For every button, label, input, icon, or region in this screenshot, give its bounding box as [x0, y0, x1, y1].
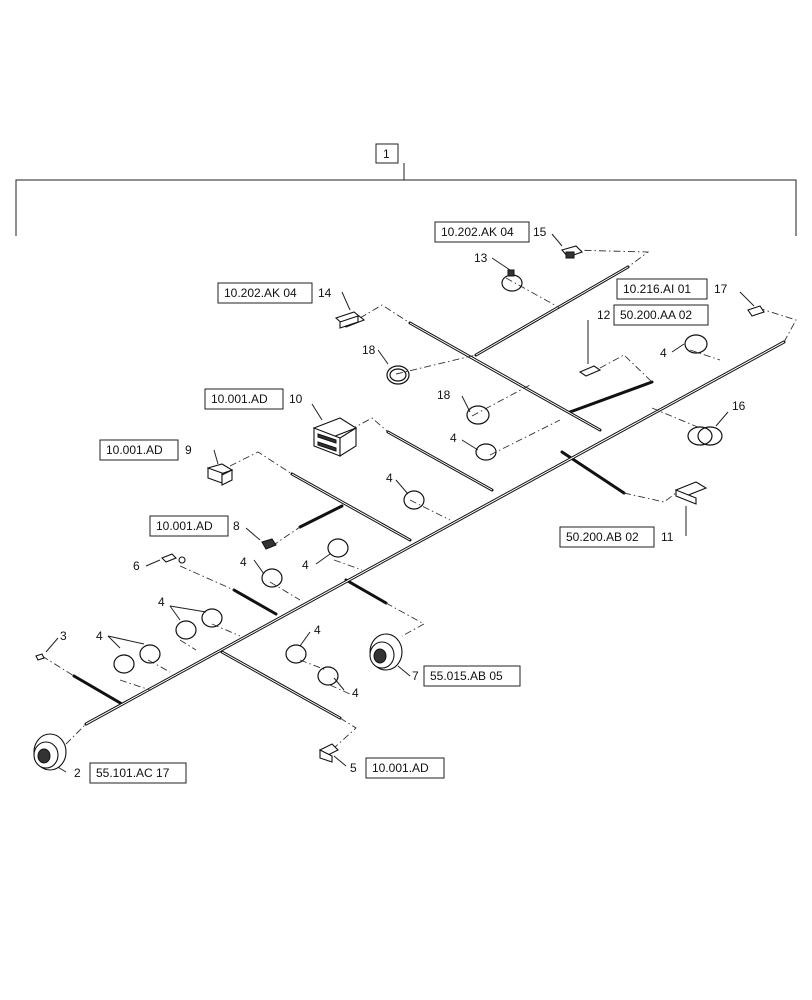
callout-4d: 4	[240, 555, 247, 569]
callout-3: 3	[60, 629, 67, 643]
callout-7: 7	[412, 669, 419, 683]
svg-text:10.001.AD: 10.001.AD	[156, 519, 213, 533]
clip-4h-icon	[107, 635, 161, 674]
harness-wires	[72, 265, 786, 726]
svg-text:50.200.AB 02: 50.200.AB 02	[566, 530, 639, 544]
clip-4i-icon	[317, 666, 345, 691]
callout-10: 10	[289, 392, 303, 406]
clip-4b-icon	[461, 439, 497, 461]
connector-11-icon	[674, 481, 708, 536]
svg-text:10.202.AK 04: 10.202.AK 04	[441, 225, 514, 239]
callout-14: 14	[318, 286, 332, 300]
callout-12: 12	[597, 308, 611, 322]
clip-4d-icon	[315, 538, 349, 565]
terminal-3-icon	[35, 637, 59, 661]
callout-4h: 4	[96, 629, 103, 643]
ref-box-15[interactable]: 10.202.AK 04	[434, 221, 530, 243]
reference-boxes: 10.202.AK 04 10.202.AK 04 10.216.AI 01 5…	[89, 221, 709, 784]
clip-4g-icon	[285, 631, 311, 664]
assembly-bracket: 1	[15, 143, 797, 236]
ref-box-9[interactable]: 10.001.AD	[99, 439, 179, 461]
callout-5: 5	[350, 761, 357, 775]
ref-box-11[interactable]: 50.200.AB 02	[559, 526, 655, 548]
callout-4f: 4	[158, 595, 165, 609]
dash-dot-lines	[41, 249, 797, 749]
ref-box-7[interactable]: 55.015.AB 05	[423, 665, 521, 687]
clip-4f-icon	[169, 605, 223, 640]
clip-18a-icon	[377, 349, 410, 385]
callout-18b: 18	[437, 388, 451, 402]
callout-numbers: 15 13 14 17 12 18 4 10 18 16 4 9 4 8 11 …	[60, 225, 746, 780]
ref-box-17[interactable]: 10.216.AI 01	[616, 278, 708, 300]
components	[33, 233, 765, 773]
connector-14-icon	[334, 291, 366, 329]
callout-8: 8	[233, 519, 240, 533]
connector-8-icon	[245, 527, 277, 550]
clip-4a-icon	[671, 334, 708, 354]
clip-16-icon	[687, 411, 729, 446]
connector-5-icon	[319, 743, 347, 767]
callout-4b: 4	[450, 431, 457, 445]
clip-13-icon	[491, 257, 523, 292]
callout-4i: 4	[352, 686, 359, 700]
ref-box-14[interactable]: 10.202.AK 04	[217, 282, 313, 304]
ref-box-2[interactable]: 55.101.AC 17	[89, 762, 187, 784]
assembly-number: 1	[383, 147, 390, 161]
connector-10-icon	[311, 403, 358, 457]
ref-box-8[interactable]: 10.001.AD	[149, 515, 229, 537]
connector-7-icon	[369, 633, 411, 677]
callout-4a: 4	[660, 346, 667, 360]
callout-2: 2	[74, 766, 81, 780]
svg-text:55.101.AC 17: 55.101.AC 17	[96, 766, 170, 780]
svg-text:10.001.AD: 10.001.AD	[372, 761, 429, 775]
connector-15-icon	[551, 233, 584, 259]
connector-9-icon	[206, 449, 234, 486]
connector-2-icon	[33, 733, 67, 773]
terminal-6-icon	[145, 553, 186, 567]
callout-18a: 18	[362, 343, 376, 357]
svg-text:50.200.AA 02: 50.200.AA 02	[620, 308, 692, 322]
callout-13: 13	[474, 251, 488, 265]
callout-6: 6	[133, 559, 140, 573]
callout-4e: 4	[302, 558, 309, 572]
ref-box-5[interactable]: 10.001.AD	[365, 757, 445, 779]
callout-17: 17	[714, 282, 728, 296]
clip-4c-icon	[395, 479, 425, 510]
clip-18b-icon	[461, 395, 490, 425]
callout-11: 11	[661, 530, 674, 544]
svg-text:10.001.AD: 10.001.AD	[211, 392, 268, 406]
callout-15: 15	[533, 225, 547, 239]
ref-box-10[interactable]: 10.001.AD	[204, 388, 284, 410]
clip-4e-icon	[253, 559, 283, 588]
svg-text:55.015.AB 05: 55.015.AB 05	[430, 669, 503, 683]
ref-box-12[interactable]: 50.200.AA 02	[613, 304, 709, 326]
svg-text:10.216.AI 01: 10.216.AI 01	[623, 282, 691, 296]
svg-text:10.202.AK 04: 10.202.AK 04	[224, 286, 297, 300]
connector-12-icon	[578, 320, 602, 377]
connector-17-icon	[739, 291, 765, 317]
callout-16: 16	[732, 399, 746, 413]
callout-9: 9	[185, 443, 192, 457]
callout-4g: 4	[314, 623, 321, 637]
svg-text:10.001.AD: 10.001.AD	[106, 443, 163, 457]
callout-4c: 4	[386, 471, 393, 485]
